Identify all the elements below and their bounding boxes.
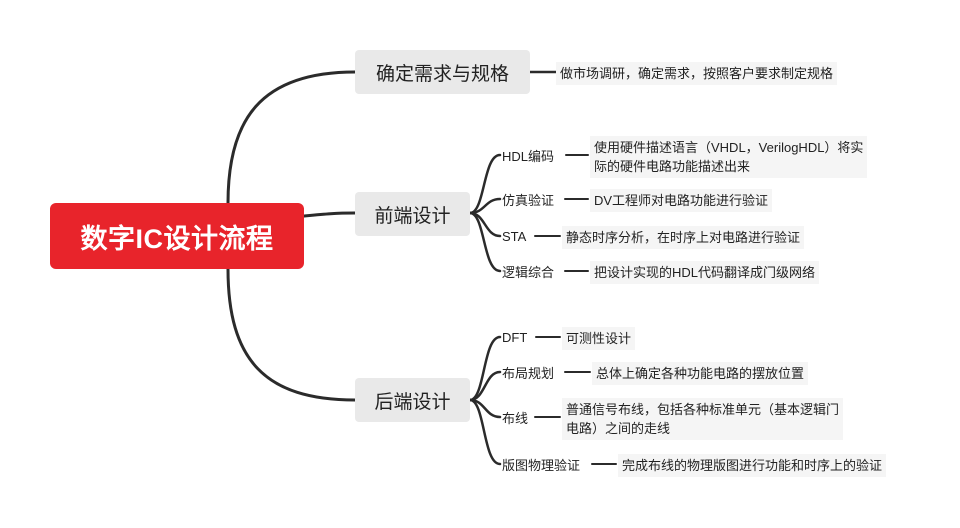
sub-synthesis[interactable]: 逻辑综合 bbox=[502, 261, 554, 281]
connector-root-to-backend bbox=[226, 267, 357, 402]
sub-label: HDL编码 bbox=[502, 148, 555, 164]
branch-requirements[interactable]: 确定需求与规格 bbox=[355, 50, 530, 94]
leaf-requirements[interactable]: 做市场调研，确定需求，按照客户要求制定规格 bbox=[556, 62, 838, 85]
leaf-routing[interactable]: 普通信号布线，包括各种标准单元（基本逻辑门 电路）之间的走线 bbox=[562, 398, 844, 440]
connector-root-to-frontend bbox=[302, 211, 357, 218]
root-label: 数字IC设计流程 bbox=[80, 223, 274, 254]
branch-backend[interactable]: 后端设计 bbox=[355, 378, 470, 422]
leaf-text: 完成布线的物理版图进行功能和时序上的验证 bbox=[622, 458, 883, 473]
leaf-text-line-1: 使用硬件描述语言（VHDL，VerilogHDL）将实 bbox=[594, 140, 864, 155]
leaf-text-line-1: 普通信号布线，包括各种标准单元（基本逻辑门 bbox=[566, 402, 840, 417]
leaf-text: 可测性设计 bbox=[566, 331, 632, 346]
branch-label: 确定需求与规格 bbox=[375, 63, 509, 85]
leaf-dft[interactable]: 可测性设计 bbox=[562, 327, 636, 350]
connector-backend-sub-1 bbox=[468, 335, 502, 402]
leaf-text: 静态时序分析，在时序上对电路进行验证 bbox=[566, 230, 801, 245]
sub-label: 布线 bbox=[502, 410, 529, 426]
sub-sta[interactable]: STA bbox=[502, 226, 526, 246]
sub-label: STA bbox=[502, 228, 527, 244]
leaf-text: 把设计实现的HDL代码翻译成门级网络 bbox=[594, 265, 816, 280]
sub-routing[interactable]: 布线 bbox=[502, 407, 528, 427]
leaf-simulation[interactable]: DV工程师对电路功能进行验证 bbox=[590, 189, 773, 212]
sub-label: 布局规划 bbox=[502, 365, 555, 381]
leaf-sta[interactable]: 静态时序分析，在时序上对电路进行验证 bbox=[562, 226, 805, 249]
leaf-floorplan[interactable]: 总体上确定各种功能电路的摆放位置 bbox=[592, 362, 809, 385]
sub-physical-verification[interactable]: 版图物理验证 bbox=[502, 454, 580, 474]
sub-hdl-coding[interactable]: HDL编码 bbox=[502, 145, 554, 165]
leaf-hdl-coding[interactable]: 使用硬件描述语言（VHDL，VerilogHDL）将实 际的硬件电路功能描述出来 bbox=[590, 136, 868, 178]
sub-label: 仿真验证 bbox=[502, 192, 555, 208]
leaf-text: DV工程师对电路功能进行验证 bbox=[594, 193, 769, 208]
leaf-physical-verification[interactable]: 完成布线的物理版图进行功能和时序上的验证 bbox=[618, 454, 887, 477]
leaf-synthesis[interactable]: 把设计实现的HDL代码翻译成门级网络 bbox=[590, 261, 820, 284]
sub-label: 版图物理验证 bbox=[502, 457, 581, 473]
sub-label: DFT bbox=[502, 329, 528, 345]
sub-floorplan[interactable]: 布局规划 bbox=[502, 362, 554, 382]
leaf-text-line-2: 际的硬件电路功能描述出来 bbox=[594, 159, 751, 174]
leaf-text: 做市场调研，确定需求，按照客户要求制定规格 bbox=[560, 66, 834, 81]
sub-simulation[interactable]: 仿真验证 bbox=[502, 189, 554, 209]
connector-frontend-sub-1 bbox=[468, 153, 502, 215]
root-node[interactable]: 数字IC设计流程 bbox=[50, 203, 304, 269]
connector-backend-sub-4 bbox=[468, 398, 502, 466]
branch-label: 前端设计 bbox=[374, 205, 451, 227]
leaf-text-line-2: 电路）之间的走线 bbox=[566, 421, 671, 436]
branch-frontend[interactable]: 前端设计 bbox=[355, 192, 470, 236]
connector-frontend-sub-4 bbox=[468, 211, 502, 273]
connector-root-to-requirements bbox=[226, 70, 357, 205]
sub-label: 逻辑综合 bbox=[502, 264, 555, 280]
sub-dft[interactable]: DFT bbox=[502, 327, 527, 347]
branch-label: 后端设计 bbox=[374, 391, 451, 413]
leaf-text: 总体上确定各种功能电路的摆放位置 bbox=[596, 366, 805, 381]
